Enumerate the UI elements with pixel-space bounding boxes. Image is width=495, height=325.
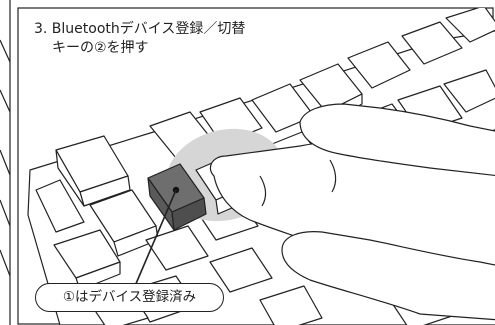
step-instruction: 3. Bluetoothデバイス登録／切替 キーの②を押す (34, 20, 245, 58)
callout-leader (134, 189, 177, 287)
device-key-1 (147, 163, 207, 231)
step-instruction-line2: キーの②を押す (52, 40, 149, 56)
neighbor-panel-edge (0, 0, 11, 325)
step-instruction-line1: 3. Bluetoothデバイス登録／切替 (34, 21, 246, 37)
registered-device-callout: ①はデバイス登録済み (35, 283, 224, 312)
key-row-left (35, 135, 159, 291)
pressing-hand-illustration (209, 103, 495, 321)
